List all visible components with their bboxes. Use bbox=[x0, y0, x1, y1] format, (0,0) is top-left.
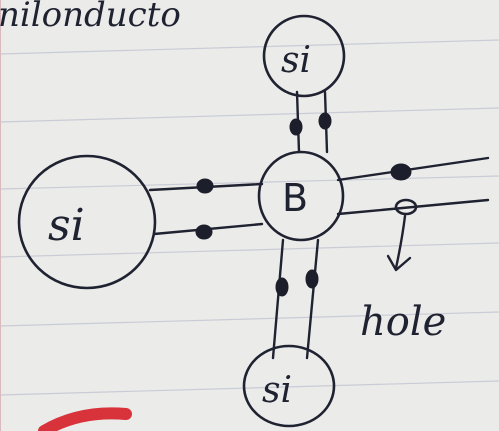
electron-dot bbox=[289, 118, 303, 136]
hole-arrow bbox=[386, 214, 412, 272]
ruled-line bbox=[0, 39, 499, 55]
ruled-line bbox=[0, 107, 499, 123]
silicon-label-bottom: si bbox=[262, 370, 292, 411]
arrow-head bbox=[386, 254, 412, 272]
electron-dot bbox=[195, 224, 213, 240]
silicon-atom-top bbox=[262, 14, 346, 98]
bonds-bottom bbox=[271, 238, 320, 360]
hole-annotation: hole bbox=[360, 299, 446, 345]
red-pen-mark bbox=[38, 407, 132, 431]
bond-line bbox=[336, 198, 490, 216]
bond-line bbox=[305, 238, 320, 360]
ruled-line bbox=[0, 311, 499, 327]
bond-line bbox=[271, 238, 285, 360]
electron-dot bbox=[305, 269, 319, 289]
boron-atom-center bbox=[257, 150, 345, 242]
silicon-label-left: si bbox=[48, 200, 85, 251]
hole-circle bbox=[394, 198, 418, 216]
header-fragment: nilonducto bbox=[0, 0, 181, 35]
electron-dots bbox=[195, 112, 412, 297]
silicon-atom-bottom bbox=[242, 344, 336, 428]
boron-label: B bbox=[282, 176, 308, 220]
ruled-lines bbox=[0, 39, 499, 396]
arrow-shaft bbox=[394, 214, 407, 270]
electron-dot bbox=[390, 163, 412, 181]
bond-line bbox=[336, 156, 490, 182]
ruled-line bbox=[0, 380, 499, 396]
silicon-atom-left bbox=[17, 154, 157, 290]
ruled-line bbox=[0, 242, 499, 258]
electron-dot bbox=[196, 178, 214, 194]
ruled-line bbox=[0, 175, 499, 190]
bonds-right bbox=[336, 156, 490, 216]
electron-dot bbox=[275, 277, 289, 297]
electron-dot bbox=[318, 112, 332, 130]
silicon-label-top: si bbox=[281, 40, 311, 81]
